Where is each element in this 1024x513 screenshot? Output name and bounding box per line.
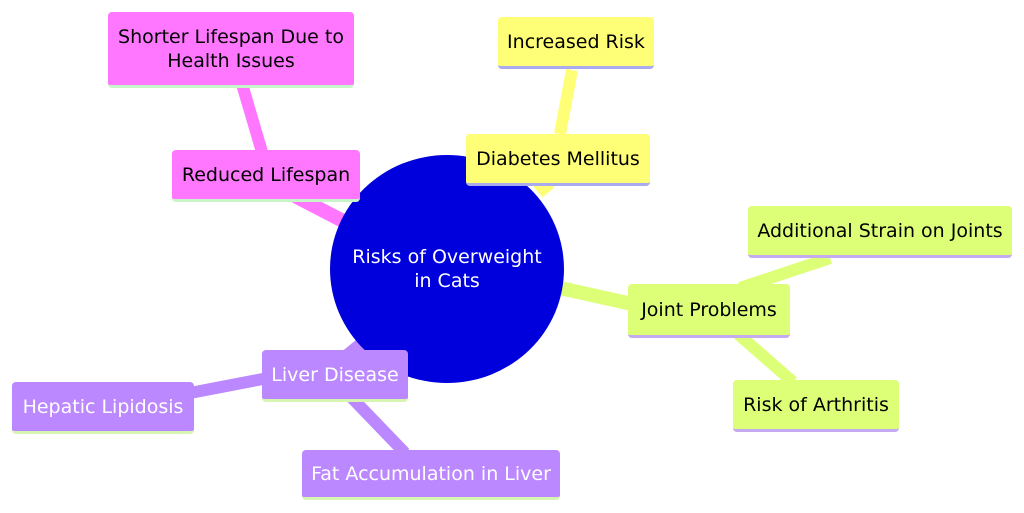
link-liver-hepatic xyxy=(188,372,270,399)
node-reduced-lifespan-label: Reduced Lifespan xyxy=(181,163,351,186)
node-increased-risk: Increased Risk xyxy=(498,17,654,69)
link-lifespan-shorter xyxy=(236,82,268,154)
node-additional-strain: Additional Strain on Joints xyxy=(748,206,1012,258)
node-liver-disease-label: Liver Disease xyxy=(271,363,399,386)
node-hepatic-lipidosis-label: Hepatic Lipidosis xyxy=(22,395,184,418)
node-reduced-lifespan: Reduced Lifespan xyxy=(172,150,360,202)
node-hepatic-lipidosis: Hepatic Lipidosis xyxy=(12,382,194,434)
link-liver-fat xyxy=(347,393,410,458)
link-diabetes-increased xyxy=(554,68,578,136)
node-risk-arthritis: Risk of Arthritis xyxy=(733,380,899,432)
node-liver-disease: Liver Disease xyxy=(262,350,408,402)
node-fat-accumulation-label: Fat Accumulation in Liver xyxy=(311,462,551,485)
node-risk-arthritis-label: Risk of Arthritis xyxy=(743,393,889,416)
node-fat-accumulation: Fat Accumulation in Liver xyxy=(302,450,560,500)
node-diabetes-mellitus-label: Diabetes Mellitus xyxy=(476,147,640,170)
node-increased-risk-label: Increased Risk xyxy=(507,30,645,53)
central-topic: Risks of Overweight in Cats xyxy=(330,155,564,383)
node-shorter-lifespan-label: Shorter Lifespan Due to Health Issues xyxy=(118,25,344,72)
link-joint-arthritis xyxy=(734,329,797,387)
link-center-joint xyxy=(558,281,634,311)
node-additional-strain-label: Additional Strain on Joints xyxy=(757,219,1003,242)
node-joint-problems-label: Joint Problems xyxy=(641,298,777,321)
node-diabetes-mellitus: Diabetes Mellitus xyxy=(466,134,650,186)
node-shorter-lifespan: Shorter Lifespan Due to Health Issues xyxy=(108,12,354,88)
node-joint-problems: Joint Problems xyxy=(628,284,790,338)
link-joint-strain xyxy=(738,252,832,294)
central-topic-label: Risks of Overweight in Cats xyxy=(352,246,542,292)
